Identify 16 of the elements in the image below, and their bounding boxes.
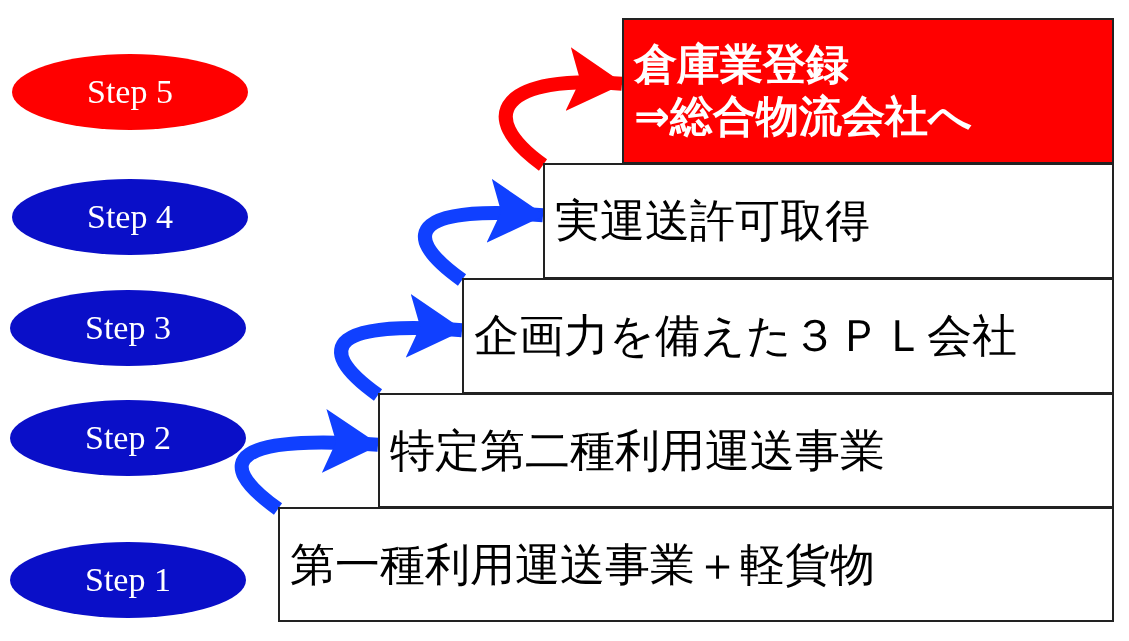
step-box: 特定第二種利用運送事業 — [378, 393, 1114, 508]
step-box: 企画力を備えた３ＰＬ会社 — [462, 278, 1114, 394]
step-box — [622, 18, 1114, 164]
box-text: ⇒総合物流会社へ — [634, 91, 974, 143]
step-ellipse: Step 4 — [12, 179, 248, 255]
curved-arrow — [334, 294, 464, 401]
step-ellipse: Step 1 — [10, 542, 246, 618]
box-text: 倉庫業登録 — [634, 39, 850, 91]
step-ellipse: Step 3 — [10, 290, 246, 366]
curved-arrow — [499, 48, 624, 171]
step-box: 実運送許可取得 — [543, 163, 1114, 279]
curved-arrow — [234, 409, 380, 515]
curved-arrow — [418, 179, 545, 286]
step-ellipse: Step 5 — [12, 54, 248, 130]
step-ellipse: Step 2 — [10, 400, 246, 476]
step-box: 第一種利用運送事業＋軽貨物 — [278, 507, 1114, 622]
